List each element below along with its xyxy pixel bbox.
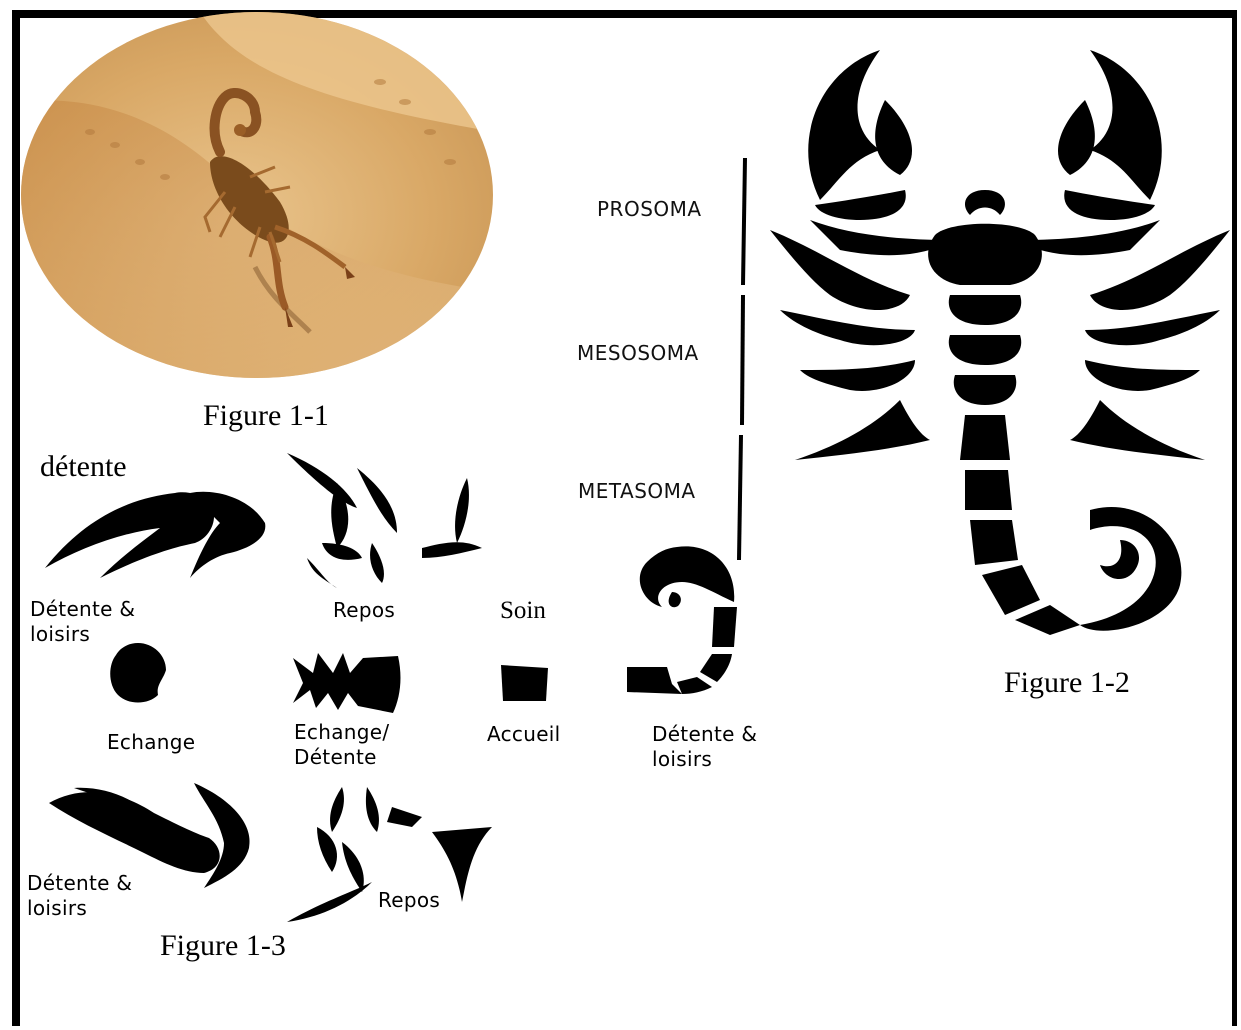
figure-1-2-caption: Figure 1-2 [1004, 666, 1130, 700]
metasoma-label: METASOMA [578, 479, 696, 503]
part-4-label: Echange/ Détente [294, 720, 389, 770]
part-6-line1: Détente & [652, 722, 757, 747]
part-4-line1: Echange/ [294, 720, 389, 745]
left-claw-icon [40, 488, 280, 588]
part-7-line1: Détente & [27, 871, 132, 896]
segment-icon [498, 663, 550, 703]
figure-1-1-caption: Figure 1-1 [203, 399, 329, 433]
scorpion-photo [20, 12, 495, 382]
body-icon [288, 648, 403, 716]
figure-1-3-heading: détente [40, 450, 127, 484]
scorpion-silhouette [760, 40, 1240, 640]
figure-1-3-caption: Figure 1-3 [160, 929, 286, 963]
prosoma-label: PROSOMA [597, 197, 702, 221]
part-3-label: Echange [107, 730, 195, 755]
part-1-label: Repos [333, 598, 395, 623]
tail-icon [622, 542, 742, 697]
part-2-label: Soin [500, 597, 546, 625]
part-0-line1: Détente & [30, 597, 135, 622]
part-4-line2: Détente [294, 745, 389, 770]
mesosoma-label: MESOSOMA [577, 341, 699, 365]
region-divider [730, 150, 750, 570]
part-8-label: Repos [378, 888, 440, 913]
part-6-line2: loisirs [652, 747, 757, 772]
head-icon [108, 640, 168, 705]
part-7-label: Détente & loisirs [27, 871, 132, 921]
part-7-line2: loisirs [27, 896, 132, 921]
left-legs-icon [282, 448, 497, 588]
part-5-label: Accueil [487, 722, 561, 747]
part-6-label: Détente & loisirs [652, 722, 757, 772]
